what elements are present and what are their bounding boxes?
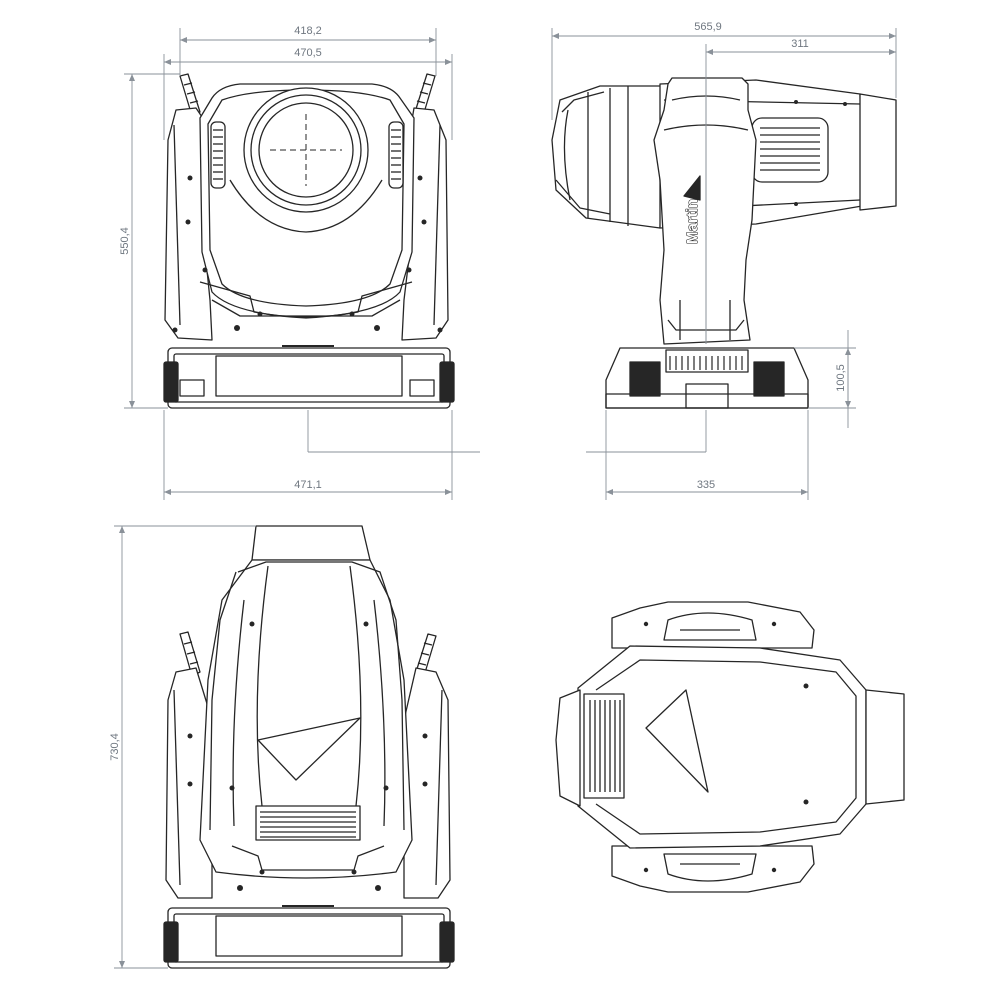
front-handle-left	[179, 73, 201, 117]
top-triangle-mark	[645, 689, 709, 793]
dim-side-base-height: 100,5	[835, 364, 847, 392]
side-base	[605, 347, 809, 409]
tilted-vent	[255, 805, 361, 841]
side-vent	[751, 117, 829, 183]
top-yoke-top	[611, 601, 815, 649]
top-yoke-bottom	[611, 845, 815, 893]
dimension-labels: 418,2 470,5 550,4 471,1 565,9 311 100,5 …	[109, 21, 847, 761]
dim-front-width-top: 418,2	[294, 25, 322, 37]
top-view	[555, 601, 905, 893]
front-vent-left	[210, 121, 226, 189]
brand-logo-text: Martin	[684, 199, 701, 244]
tilted-head-body	[199, 559, 413, 879]
side-yoke-arm	[653, 77, 757, 345]
side-view: Martin	[551, 77, 897, 409]
dim-side-length: 565,9	[694, 21, 722, 33]
dim-side-base-depth: 335	[697, 479, 715, 491]
dim-side-pivot: 311	[791, 38, 809, 50]
dimension-lines	[114, 28, 897, 969]
tilted-handle-left	[179, 631, 201, 677]
dim-front-width-handles: 470,5	[294, 47, 322, 59]
dim-tilted-height: 730,4	[109, 733, 121, 761]
tilted-lens-top	[251, 525, 371, 561]
front-vent-right	[388, 121, 404, 189]
tilted-view	[163, 525, 455, 969]
side-rear-cap	[551, 85, 665, 229]
front-lens	[243, 87, 369, 213]
tilted-base	[163, 905, 455, 969]
top-vent	[583, 693, 625, 799]
dim-front-height: 550,4	[119, 227, 131, 255]
front-view	[163, 73, 455, 409]
tilted-triangle-mark	[257, 717, 361, 781]
dim-front-base-width: 471,1	[294, 479, 322, 491]
front-base	[163, 345, 455, 409]
side-front-lens	[859, 93, 897, 211]
top-front-lens	[865, 689, 905, 805]
